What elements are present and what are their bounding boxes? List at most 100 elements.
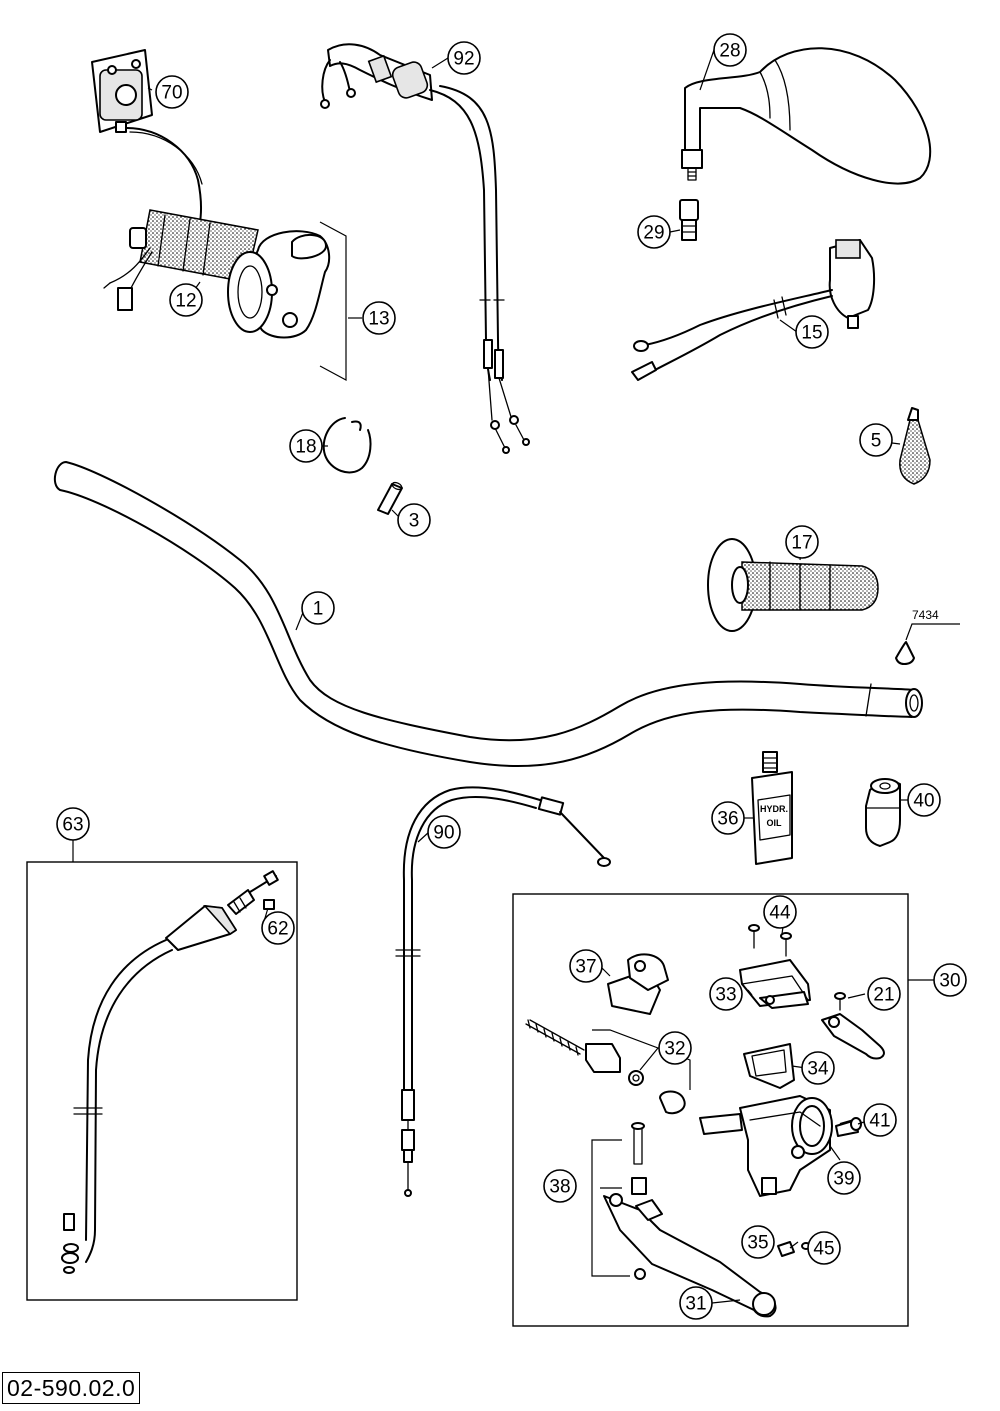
handlebar (53, 461, 923, 768)
oil-label-line2: OIL (767, 818, 783, 828)
callout-label: 12 (175, 291, 196, 312)
callout-circle (785, 525, 819, 559)
callout-label: 1 (313, 599, 324, 620)
callout-part-40: 40 (907, 783, 941, 817)
adjuster-21 (821, 992, 885, 1060)
callout-part-41: 41 (863, 1103, 897, 1137)
callout-label: 44 (769, 903, 791, 924)
mirror-clamp (865, 778, 901, 847)
throttle-assembly (91, 49, 331, 339)
mirror (681, 47, 932, 185)
callout-part-63: 63 (56, 807, 90, 841)
callout-circle (741, 1225, 775, 1259)
callout-part-32: 32 (658, 1031, 692, 1065)
callout-circle (56, 807, 90, 841)
callout-label: 37 (575, 957, 596, 978)
oil-label-line1: HYDR. (760, 804, 788, 814)
drawing-number: 02-590.02.0 (2, 1372, 141, 1404)
callout-part-38: 38 (543, 1169, 577, 1203)
callout-label: 34 (807, 1059, 829, 1080)
callout-circle (543, 1169, 577, 1203)
callout-label: 31 (685, 1294, 706, 1315)
callout-circle (907, 783, 941, 817)
callout-part-35: 35 (741, 1225, 775, 1259)
gasket-34 (743, 1043, 795, 1089)
callout-label: 45 (813, 1239, 834, 1260)
callout-label: 28 (719, 41, 740, 62)
piston-kit (525, 1019, 691, 1115)
master-cylinder (699, 1095, 859, 1197)
callout-circle (397, 503, 431, 537)
cable-90 (395, 786, 611, 1197)
callout-circle (569, 949, 603, 983)
screws-44 (748, 924, 792, 957)
callout-label: 70 (161, 83, 182, 104)
mirror-adapter (679, 199, 699, 241)
callout-label: 62 (267, 919, 288, 940)
callout-part-18: 18 (289, 429, 323, 463)
callout-circle (658, 1031, 692, 1065)
screw-41 (839, 1117, 862, 1131)
callout-circle (155, 75, 189, 109)
callout-circle (447, 41, 481, 75)
callout-circle (709, 977, 743, 1011)
callout-part-1: 1 (301, 591, 335, 625)
callout-part-28: 28 (713, 33, 747, 67)
callout-circle (933, 963, 967, 997)
callout-circle (859, 423, 893, 457)
callout-part-62: 62 (261, 911, 295, 945)
sleeve (377, 481, 403, 515)
callout-label: 35 (747, 1233, 768, 1254)
callout-part-29: 29 (637, 215, 671, 249)
brake-lever (603, 1193, 777, 1318)
reservoir-cover (739, 959, 811, 1009)
cable-clip (322, 417, 372, 474)
loctite-code: 7434 (912, 608, 939, 622)
callout-circle (827, 1161, 861, 1195)
group-box-30 (512, 893, 909, 1327)
callout-circle (427, 815, 461, 849)
callout-label: 90 (433, 823, 454, 844)
callout-circle (713, 33, 747, 67)
callout-part-31: 31 (679, 1286, 713, 1320)
callout-label: 5 (871, 431, 882, 452)
callout-label: 40 (913, 791, 934, 812)
callout-label: 36 (717, 809, 738, 830)
throttle-cables (320, 43, 530, 454)
callout-part-17: 17 (785, 525, 819, 559)
callout-circle (795, 315, 829, 349)
callout-part-36: 36 (711, 801, 745, 835)
callout-label: 15 (801, 323, 822, 344)
callout-circle (867, 977, 901, 1011)
callout-label: 92 (453, 49, 474, 70)
callout-label: 32 (664, 1039, 685, 1060)
callout-label: 3 (409, 511, 420, 532)
callout-part-12: 12 (169, 283, 203, 317)
callout-label: 13 (368, 309, 389, 330)
callout-part-39: 39 (827, 1161, 861, 1195)
callout-label: 39 (833, 1169, 854, 1190)
callout-label: 29 (643, 223, 664, 244)
callout-label: 33 (715, 985, 736, 1006)
glue-bottle (899, 407, 931, 485)
callout-label: 41 (869, 1111, 890, 1132)
callout-circle (763, 895, 797, 929)
callout-label: 63 (62, 815, 83, 836)
callout-label: 30 (939, 971, 960, 992)
callout-part-15: 15 (795, 315, 829, 349)
callout-circle (679, 1286, 713, 1320)
callout-part-5: 5 (859, 423, 893, 457)
kill-switch (631, 239, 876, 381)
callout-circle (362, 301, 396, 335)
callout-part-21: 21 (867, 977, 901, 1011)
callout-part-45: 45 (807, 1231, 841, 1265)
loctite-marker (895, 623, 960, 665)
callout-part-92: 92 (447, 41, 481, 75)
callout-part-37: 37 (569, 949, 603, 983)
left-grip (707, 538, 879, 632)
callout-circle (807, 1231, 841, 1265)
bracket-13 (319, 221, 347, 382)
